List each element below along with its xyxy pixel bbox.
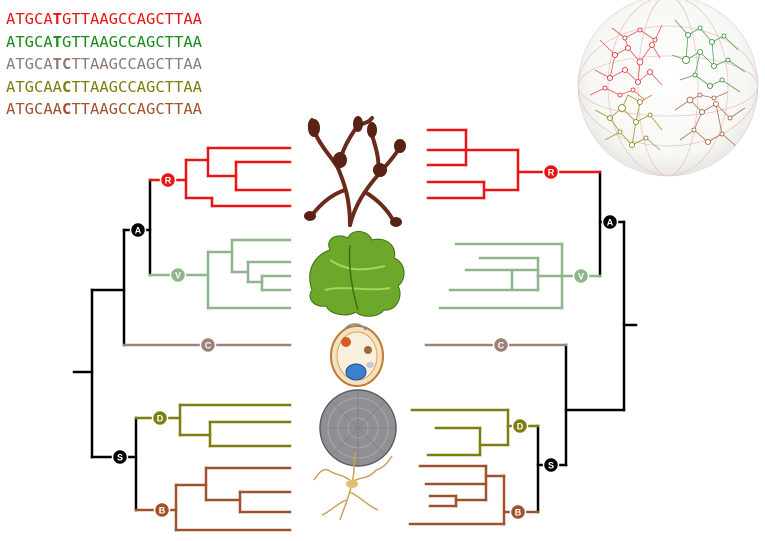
node-v-left: V <box>169 266 187 284</box>
node-label: B <box>515 507 522 517</box>
seq-prefix: ATGCAA <box>6 100 62 118</box>
red-seaweed-image <box>304 116 406 227</box>
seq-variant: C <box>62 100 72 118</box>
seq-variant: TC <box>52 55 72 73</box>
seq-prefix: ATGCA <box>6 32 53 51</box>
sequence-line: ATGCAACTTAAGCCAGCTTAA <box>6 98 202 121</box>
node-label: D <box>517 421 524 431</box>
node-v-right: V <box>572 267 590 285</box>
seq-variant: C <box>62 77 72 96</box>
cell-image <box>330 323 384 387</box>
diatom-disc-image <box>319 389 397 467</box>
node-c-left: C <box>199 336 217 354</box>
node-label: C <box>205 340 212 350</box>
node-label: D <box>157 413 164 423</box>
seq-prefix: ATGCA <box>6 55 53 73</box>
filament-image <box>313 451 393 521</box>
node-s-right: S <box>542 456 560 474</box>
sequence-alignment: ATGCATGTTAAGCCAGCTTAA ATGCATGTTAAGCCAGCT… <box>6 8 202 121</box>
right-tree <box>408 128 638 526</box>
node-label: R <box>548 167 555 177</box>
sequence-line: ATGCATGTTAAGCCAGCTTAA <box>6 31 202 54</box>
seq-suffix: GTTAAGCCAGCTTAA <box>62 10 202 28</box>
seq-prefix: ATGCA <box>6 10 53 28</box>
left-tree <box>72 146 292 532</box>
sequence-line: ATGCATGTTAAGCCAGCTTAA <box>6 8 202 31</box>
network-sphere-image <box>577 0 759 177</box>
node-a-left: A <box>129 221 147 239</box>
node-b-left: B <box>153 501 171 519</box>
node-s-left: S <box>111 448 129 466</box>
node-c-right: C <box>492 336 510 354</box>
node-badges: R V A C D S B <box>111 163 619 521</box>
seq-prefix: ATGCAA <box>6 77 62 96</box>
seq-suffix: TTAAGCCAGCTTAA <box>71 55 202 73</box>
node-b-right: B <box>509 503 527 521</box>
node-r-left: R <box>159 171 177 189</box>
seq-variant: T <box>52 10 63 28</box>
node-d-right: D <box>511 417 529 435</box>
seq-variant: T <box>52 32 63 51</box>
seq-suffix: TTAAGCCAGCTTAA <box>71 77 202 96</box>
sequence-line: ATGCATCTTAAGCCAGCTTAA <box>6 53 202 76</box>
node-d-left: D <box>151 409 169 427</box>
node-label: R <box>165 175 172 185</box>
seq-suffix: GTTAAGCCAGCTTAA <box>62 32 202 51</box>
node-r-right: R <box>542 163 560 181</box>
node-a-right: A <box>601 213 619 231</box>
node-label: B <box>159 505 166 515</box>
seq-suffix: TTAAGCCAGCTTAA <box>71 100 202 118</box>
node-label: S <box>117 452 123 462</box>
sequence-line: ATGCAACTTAAGCCAGCTTAA <box>6 76 202 99</box>
green-seaweed-image <box>309 231 405 317</box>
node-label: V <box>578 271 584 281</box>
node-label: A <box>607 217 614 227</box>
node-label: A <box>135 225 142 235</box>
node-label: C <box>498 340 505 350</box>
node-label: S <box>548 460 554 470</box>
node-label: V <box>175 270 181 280</box>
